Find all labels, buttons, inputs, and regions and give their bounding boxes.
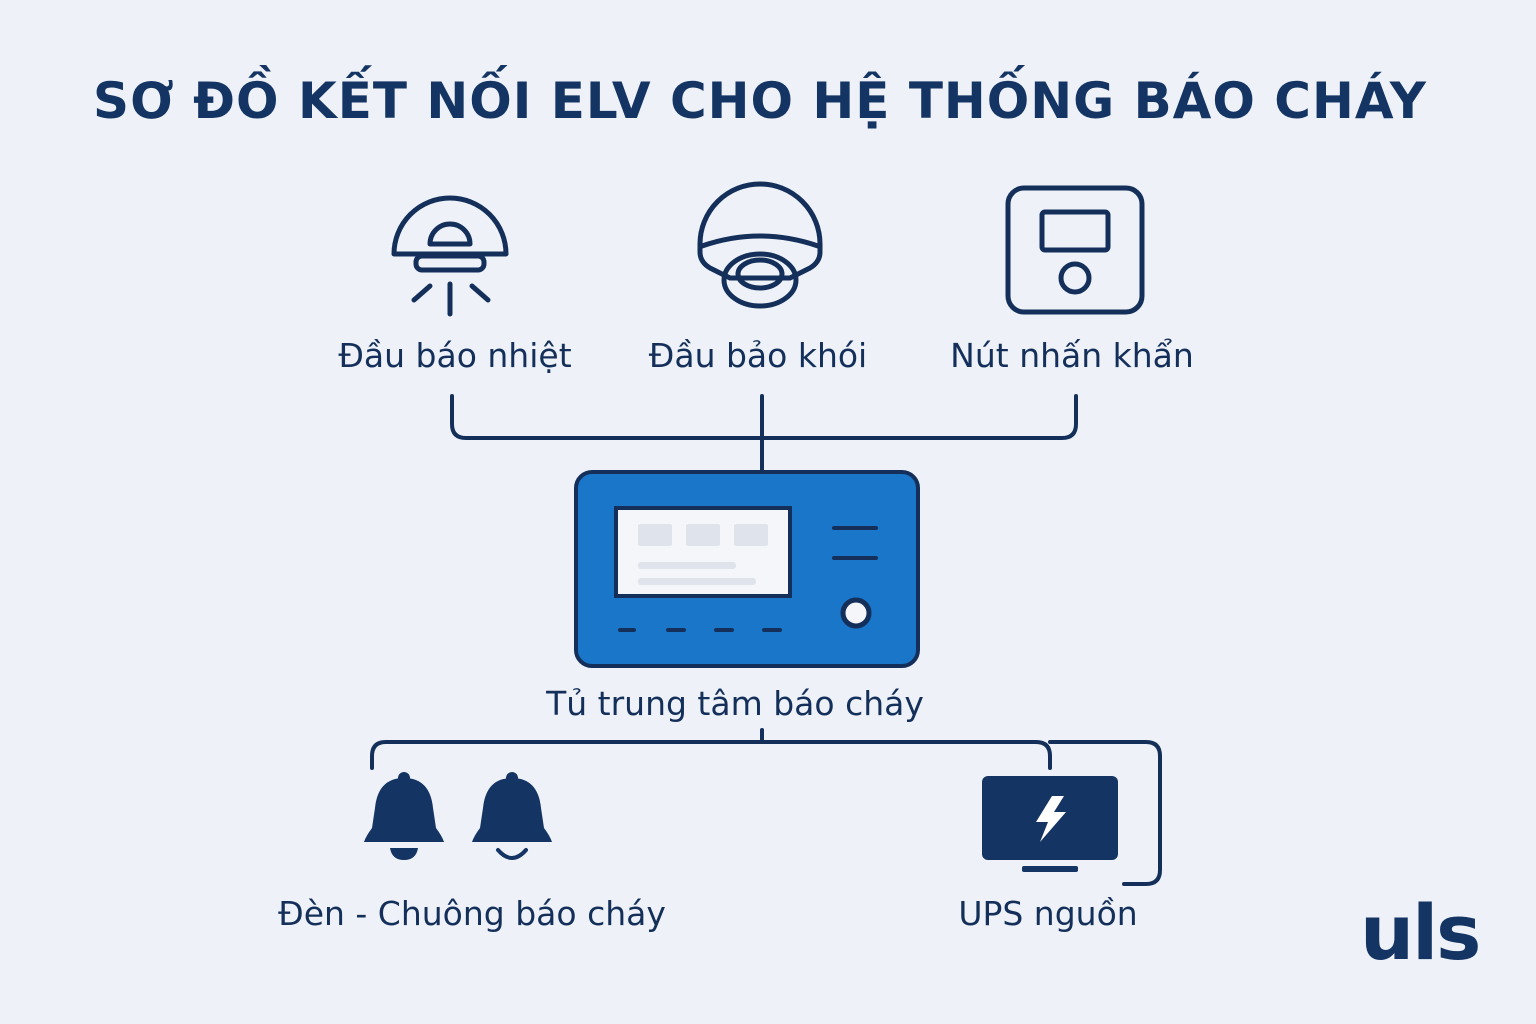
ups-label: UPS nguồn: [958, 894, 1138, 933]
connector-ups-loop: [1048, 740, 1162, 886]
alarm-bells-label: Đèn - Chuông báo cháy: [278, 894, 666, 933]
control-panel-label: Tủ trung tâm báo cháy: [546, 684, 924, 723]
smoke-detector-label: Đầu bảo khói: [648, 336, 868, 375]
heat-detector-label: Đầu báo nhiệt: [338, 336, 572, 375]
smoke-detector-icon: [697, 181, 823, 309]
page-title: SƠ ĐỒ KẾT NỐI ELV CHO HỆ THỐNG BÁO CHÁY: [93, 72, 1427, 130]
bell-icon: [472, 772, 552, 860]
brand-logo: uls: [1360, 888, 1481, 977]
connector-outputs-bus: [370, 740, 1052, 770]
bell-icon: [364, 772, 444, 860]
fire-control-panel-icon: [574, 470, 920, 668]
heat-detector-icon: [391, 195, 509, 317]
manual-call-point-label: Nút nhấn khẩn: [950, 336, 1194, 375]
ups-power-icon: [982, 776, 1118, 872]
connector-lines: [370, 394, 1162, 886]
manual-call-point-icon: [1005, 185, 1145, 315]
